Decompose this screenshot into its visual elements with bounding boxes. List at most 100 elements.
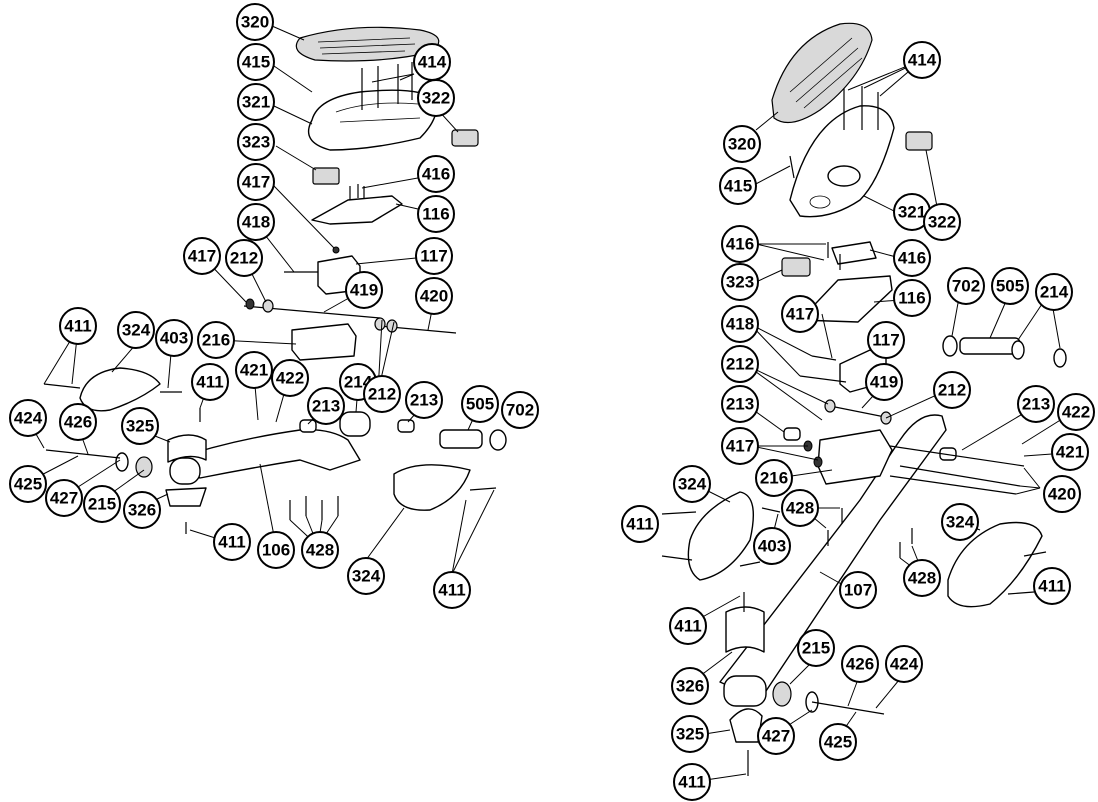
part-702-washer	[489, 429, 507, 451]
svg-text:411: 411	[196, 373, 223, 392]
callout-label: 416	[893, 239, 931, 277]
callout-label: 420	[1043, 475, 1081, 513]
callout-label: 411	[433, 571, 471, 609]
callout-label: 414	[903, 41, 941, 79]
callout-label: 427	[757, 717, 795, 755]
callout-label: 212	[933, 371, 971, 409]
callout-label: 421	[235, 351, 273, 389]
callout-label: 320	[236, 3, 274, 41]
callout-label: 213	[721, 385, 759, 423]
svg-text:326: 326	[128, 501, 156, 520]
part-324-shroud-right-b	[947, 521, 1043, 608]
svg-text:322: 322	[422, 89, 450, 108]
svg-text:417: 417	[242, 173, 270, 192]
part-323-pad-right	[781, 257, 811, 277]
svg-text:321: 321	[242, 93, 270, 112]
svg-text:419: 419	[350, 281, 378, 300]
callout-label: 213	[307, 387, 345, 425]
left-assembly	[43, 26, 507, 534]
callout-label: 426	[841, 645, 879, 683]
svg-text:425: 425	[14, 475, 42, 494]
part-106-arm	[171, 429, 361, 479]
part-505-shaft-right	[959, 337, 1021, 355]
svg-text:426: 426	[846, 655, 874, 674]
svg-text:116: 116	[422, 205, 449, 224]
callout-label: 505	[991, 267, 1029, 305]
svg-text:418: 418	[726, 315, 754, 334]
svg-text:414: 414	[908, 51, 937, 70]
callout-label: 403	[155, 319, 193, 357]
part-323-pad	[312, 167, 340, 185]
svg-text:403: 403	[160, 329, 188, 348]
callout-label: 416	[417, 155, 455, 193]
callout-label: 215	[83, 485, 121, 523]
svg-text:324: 324	[946, 513, 975, 532]
callout-label: 702	[947, 267, 985, 305]
callout-label: 411	[1033, 567, 1071, 605]
callout-label: 214	[1035, 273, 1073, 311]
callout-label: 411	[213, 523, 251, 561]
part-322-end-cap-right	[905, 131, 933, 151]
callout-label: 212	[363, 375, 401, 413]
callout-label: 117	[867, 321, 905, 359]
part-116-plate-right	[799, 275, 893, 323]
callout-label: 326	[671, 667, 709, 705]
svg-text:212: 212	[230, 249, 258, 268]
svg-text:212: 212	[726, 355, 754, 374]
callout-label: 415	[237, 43, 275, 81]
svg-text:324: 324	[678, 475, 707, 494]
callout-label: 417	[183, 237, 221, 275]
right-callouts: 414 320 415 321 322 416 416 323 116 702 …	[621, 41, 1095, 801]
callout-label: 411	[59, 307, 97, 345]
callout-label: 418	[237, 203, 275, 241]
svg-text:411: 411	[64, 317, 91, 336]
callout-label: 116	[893, 279, 931, 317]
part-326-sleeve-right	[725, 606, 765, 653]
svg-text:213: 213	[1022, 395, 1050, 414]
callout-label: 324	[347, 557, 385, 595]
svg-text:107: 107	[844, 581, 872, 600]
callout-label: 505	[461, 385, 499, 423]
svg-text:702: 702	[952, 277, 980, 296]
callout-label: 426	[59, 403, 97, 441]
svg-text:420: 420	[420, 287, 448, 306]
callout-label: 427	[45, 479, 83, 517]
callout-label: 414	[413, 43, 451, 81]
callout-label: 323	[721, 263, 759, 301]
svg-text:325: 325	[126, 417, 154, 436]
callout-label: 325	[121, 407, 159, 445]
svg-text:420: 420	[1048, 485, 1076, 504]
callout-label: 419	[865, 363, 903, 401]
svg-text:414: 414	[418, 53, 447, 72]
svg-text:417: 417	[786, 305, 814, 324]
callout-label: 418	[721, 305, 759, 343]
svg-text:411: 411	[1038, 577, 1065, 596]
svg-text:421: 421	[240, 361, 268, 380]
callout-label: 702	[501, 391, 539, 429]
svg-text:214: 214	[1040, 283, 1069, 302]
svg-text:322: 322	[928, 213, 956, 232]
callout-label: 428	[301, 531, 339, 569]
svg-text:424: 424	[890, 655, 919, 674]
svg-text:320: 320	[728, 135, 756, 154]
part-326-clamp	[165, 487, 207, 507]
svg-text:424: 424	[14, 409, 43, 428]
svg-text:212: 212	[368, 385, 396, 404]
callout-label: 106	[257, 531, 295, 569]
callout-label: 417	[237, 163, 275, 201]
svg-text:417: 417	[726, 437, 754, 456]
callout-label: 324	[673, 465, 711, 503]
svg-text:505: 505	[996, 277, 1024, 296]
part-416-plate-right	[831, 241, 877, 265]
callout-label: 417	[781, 295, 819, 333]
callout-label: 321	[237, 83, 275, 121]
callout-label: 323	[237, 123, 275, 161]
svg-text:213: 213	[410, 391, 438, 410]
svg-text:323: 323	[726, 273, 754, 292]
callout-label: 326	[123, 491, 161, 529]
svg-text:421: 421	[1056, 443, 1084, 462]
left-callouts: 320 414 415 321 322 323 416 417 116 418 …	[9, 3, 539, 609]
svg-text:427: 427	[50, 489, 78, 508]
svg-text:426: 426	[64, 413, 92, 432]
callout-label: 428	[781, 489, 819, 527]
